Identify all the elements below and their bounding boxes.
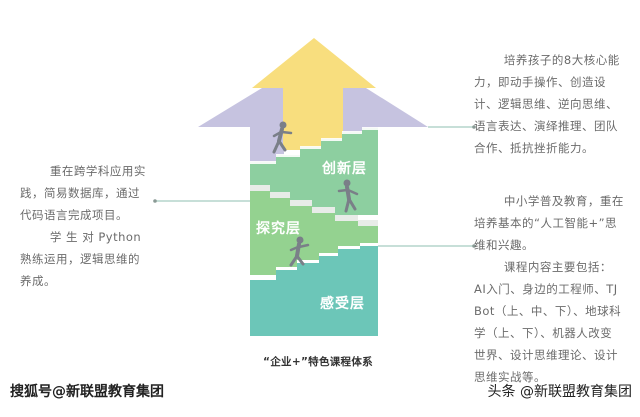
watermark-toutiao: 头条 @新联盟教育集团: [487, 384, 632, 400]
watermark-sohu: 搜狐号@新联盟教育集团: [10, 384, 164, 400]
perception-description: 中小学普及教育，重在培养基本的“人工智能+”思维和兴趣。 课程内容主要包括：AI…: [474, 190, 624, 388]
diagram-caption: “企业+”特色课程体系: [263, 356, 373, 368]
running-figure-icon-bottom: [289, 236, 310, 267]
inquiry-stair-edges: [250, 185, 378, 226]
perception-layer-shape: [250, 244, 378, 336]
perception-description-paragraph-2: 课程内容主要包括：AI入门、身边的工程师、TJ Bot（上、中、下）、地球科学（…: [474, 260, 622, 384]
layer-label-innovation: 创新层: [322, 161, 367, 177]
perception-description-paragraph-1: 中小学普及教育，重在培养基本的“人工智能+”思维和兴趣。: [474, 194, 624, 252]
connector-lines: [155, 126, 474, 247]
inquiry-description-paragraph-1: 重在跨学科应用实践，简易数据库，通过代码语言完成项目。: [20, 164, 146, 222]
running-figure-icon-top: [272, 121, 293, 154]
innovation-description: 培养孩子的8大核心能力，即动手操作、创造设计、逻辑思维、逆向思维、语言表达、演绎…: [474, 49, 624, 159]
layer-label-perception: 感受层: [320, 296, 365, 312]
layer-label-inquiry: 探究层: [256, 221, 301, 237]
perception-stair-edges: [250, 243, 378, 280]
inquiry-description: 重在跨学科应用实践，简易数据库，通过代码语言完成项目。 学 生 对 Python…: [20, 160, 148, 292]
innovation-stair-edges: [250, 127, 378, 164]
innovation-description-paragraph: 培养孩子的8大核心能力，即动手操作、创造设计、逻辑思维、逆向思维、语言表达、演绎…: [474, 53, 620, 155]
running-figure-icon-middle: [337, 179, 359, 213]
connector-dots: [153, 125, 476, 248]
inquiry-description-paragraph-2: 学 生 对 Python熟练运用，逻辑思维的养成。: [20, 230, 142, 288]
